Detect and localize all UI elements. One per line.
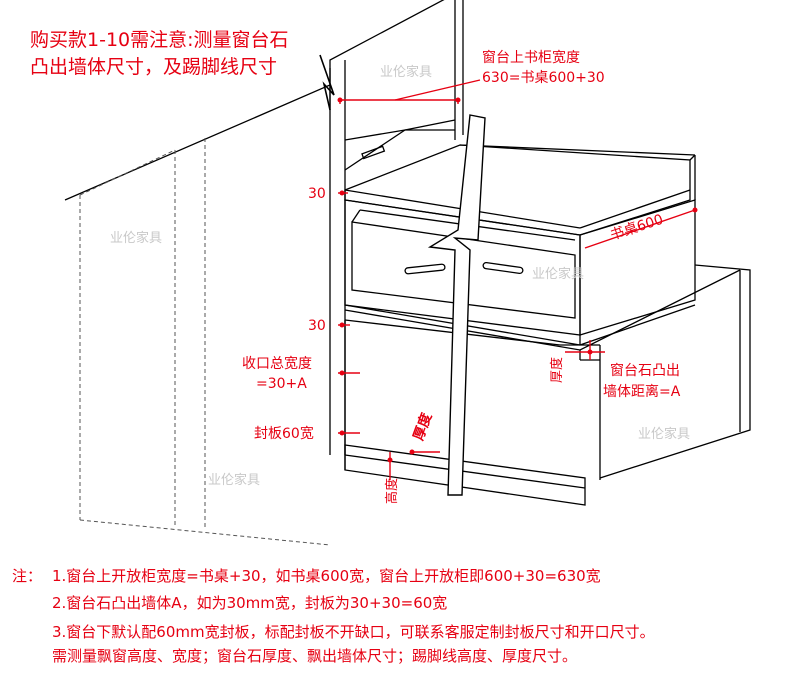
dim-30-top: 30 xyxy=(308,186,326,202)
wall-dashed xyxy=(79,138,331,546)
header-note-line1: 购买款1-10需注意:测量窗台石 xyxy=(30,29,289,51)
desk xyxy=(344,144,696,346)
dim-30-mid: 30 xyxy=(308,318,326,334)
thickness-bottom: 厚度 xyxy=(410,410,436,443)
watermark-5: 业伦家具 xyxy=(208,472,260,488)
break-mark-top xyxy=(319,54,335,111)
height-bottom: 高度 xyxy=(384,478,400,504)
thickness-right: 厚度 xyxy=(549,357,565,383)
top-width-label-line1: 窗台上书柜宽度 xyxy=(482,49,580,66)
sill-protrusion-line2: 墙体距离=A xyxy=(603,383,681,400)
note-4: 需测量飘窗高度、宽度；窗台石厚度、飘出墙体尺寸；踢脚线高度、厚度尺寸。 xyxy=(52,647,578,665)
dimension-lines xyxy=(338,79,696,480)
panel-width-label: 封板60宽 xyxy=(254,425,314,442)
header-note-line2: 凸出墙体尺寸，及踢脚线尺寸 xyxy=(30,56,277,78)
lower-block xyxy=(344,264,751,506)
note-3: 3.窗台下默认配60mm宽封板，标配封板不开缺口，可联系客服定制封板尺寸和开口尺… xyxy=(52,623,655,641)
top-width-label-line2: 630=书桌600+30 xyxy=(482,70,605,86)
watermark-4: 业伦家具 xyxy=(638,426,690,442)
sill-protrusion-line1: 窗台石凸出 xyxy=(610,362,680,379)
watermark-3: 业伦家具 xyxy=(532,266,584,282)
dimension-dots xyxy=(337,97,698,463)
opening-total-line2: =30+A xyxy=(256,376,307,392)
drawer-handles xyxy=(404,261,524,275)
note-2: 2.窗台石凸出墙体A，如为30mm宽，封板为30+30=60宽 xyxy=(52,594,448,612)
break-lines xyxy=(427,114,486,496)
note-1: 1.窗台上开放柜宽度=书桌+30，如书桌600宽，窗台上开放柜即600+30=6… xyxy=(52,567,601,585)
notes-prefix: 注： xyxy=(12,567,43,585)
opening-total-line1: 收口总宽度 xyxy=(242,355,312,372)
watermark-1: 业伦家具 xyxy=(380,64,432,80)
watermark-2: 业伦家具 xyxy=(110,230,162,246)
